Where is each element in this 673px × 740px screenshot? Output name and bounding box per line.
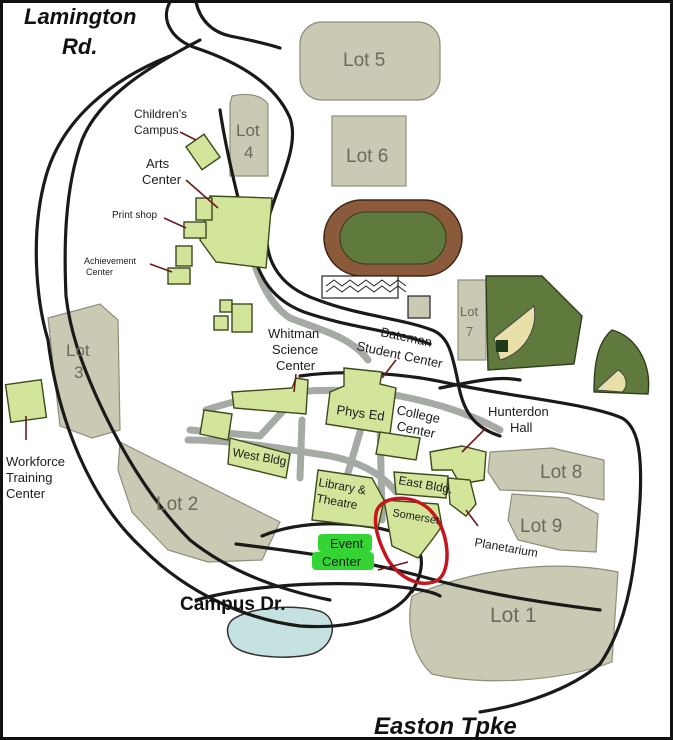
- west-bldg-building[interactable]: [227, 437, 291, 479]
- lot-9[interactable]: [507, 493, 599, 553]
- arts-annex-building[interactable]: [195, 197, 213, 221]
- track-infield: [339, 211, 447, 265]
- lot-7-label-1: Lot: [460, 304, 478, 319]
- road-label-lamington-1: Lamington: [24, 4, 136, 29]
- workforce-training-center-building[interactable]: [4, 378, 48, 424]
- lot-7-label-2: 7: [466, 324, 473, 339]
- lot-5-label: Lot 5: [343, 50, 385, 71]
- workforce-label-2: Training: [6, 470, 52, 485]
- phys-ed-label: Phys Ed: [336, 402, 386, 424]
- planetarium-building[interactable]: [447, 477, 477, 517]
- library-theatre-building[interactable]: [311, 469, 385, 529]
- achievement-center-upper[interactable]: [175, 245, 193, 267]
- workforce-label-3: Center: [6, 486, 46, 501]
- childrens-campus-building[interactable]: [184, 133, 222, 171]
- achievement-center-label-1: Achievement: [84, 256, 137, 266]
- lot-9-label: Lot 9: [520, 516, 562, 537]
- college-center-building[interactable]: [375, 431, 421, 461]
- lot-4-label-1: Lot: [236, 121, 260, 140]
- childrens-campus-label-2: Campus: [134, 123, 179, 137]
- road-east-spur: [438, 376, 522, 390]
- leader-event: [377, 561, 409, 571]
- highlight-circle: [373, 496, 449, 586]
- road-east-loop: [298, 371, 643, 714]
- lot-8-label: Lot 8: [540, 462, 582, 483]
- whitman-label-3: Center: [276, 358, 316, 373]
- road-inner-north: [218, 108, 432, 346]
- event-center-label-2: Center: [322, 554, 362, 569]
- small-building-b[interactable]: [231, 303, 253, 333]
- bleachers: [321, 275, 399, 299]
- west-annex-building[interactable]: [199, 409, 233, 441]
- pond: [226, 606, 333, 658]
- whitman-label-2: Science: [272, 342, 318, 357]
- print-shop-building[interactable]: [183, 221, 207, 239]
- lot-2[interactable]: [117, 441, 281, 563]
- lot-3[interactable]: [47, 303, 121, 439]
- baseball-field-small: [593, 329, 650, 395]
- event-label-bg-1: [318, 534, 372, 552]
- lot-7[interactable]: [457, 279, 487, 361]
- leader-whitman: [293, 373, 297, 393]
- road-label-lamington-2: Rd.: [62, 34, 97, 59]
- print-shop-label: Print shop: [112, 210, 157, 221]
- leader-childrens: [179, 131, 197, 141]
- road-label-easton-tpke: Easton Tpke: [374, 713, 517, 740]
- road-campus-dr: [234, 542, 602, 612]
- leader-hunterdon: [461, 427, 487, 453]
- lot-6-label: Lot 6: [346, 146, 388, 167]
- lot-4-label-2: 4: [244, 143, 253, 162]
- leader-print-shop: [163, 217, 187, 229]
- somerset-building[interactable]: [383, 499, 443, 559]
- event-center-label-1: Event: [330, 536, 364, 551]
- phys-ed-building[interactable]: [325, 367, 397, 435]
- achievement-center-lower[interactable]: [167, 267, 191, 285]
- achievement-center-label-2: Center: [86, 267, 113, 277]
- lot-6[interactable]: [331, 115, 407, 187]
- road-main-north: [164, 0, 502, 438]
- workforce-label-1: Workforce: [6, 454, 65, 469]
- lot-2-label: Lot 2: [156, 494, 198, 515]
- road-label-campus-dr: Campus Dr.: [180, 594, 286, 615]
- childrens-campus-label-1: Children's: [134, 107, 187, 121]
- whitman-science-center-building[interactable]: [231, 377, 309, 415]
- arts-center-label-1: Arts: [146, 156, 170, 171]
- hunterdon-hall-label-2: Hall: [510, 420, 533, 435]
- field-house: [407, 295, 431, 319]
- lot-1[interactable]: [409, 565, 619, 682]
- road-lamington-spur: [194, 0, 282, 50]
- small-building-a[interactable]: [219, 299, 233, 313]
- leader-planetarium: [465, 509, 479, 527]
- leader-arts: [185, 179, 219, 209]
- lot-4[interactable]: [229, 93, 269, 177]
- hunterdon-hall-label-1: Hunterdon: [488, 404, 549, 419]
- whitman-label-1: Whitman: [268, 326, 319, 341]
- arts-center-label-2: Center: [142, 172, 182, 187]
- lot-3-label-2: 3: [74, 363, 83, 382]
- leader-achievement: [149, 263, 173, 273]
- bleachers-pattern: [325, 279, 407, 293]
- lot-5[interactable]: [299, 21, 441, 101]
- road-loop-inner: [63, 38, 332, 602]
- road-campus-dr-lower: [194, 582, 442, 602]
- road-loop-west: [34, 54, 414, 629]
- backstop: [496, 340, 508, 352]
- lot-8[interactable]: [487, 447, 605, 501]
- lot-3-label-1: Lot: [66, 341, 90, 360]
- small-building-c[interactable]: [213, 315, 229, 331]
- east-bldg-building[interactable]: [393, 471, 449, 499]
- lot-1-label: Lot 1: [490, 604, 537, 627]
- leader-bateman: [381, 359, 397, 379]
- event-label-bg-2: [312, 552, 374, 570]
- baseball-diamond-small: [594, 369, 627, 393]
